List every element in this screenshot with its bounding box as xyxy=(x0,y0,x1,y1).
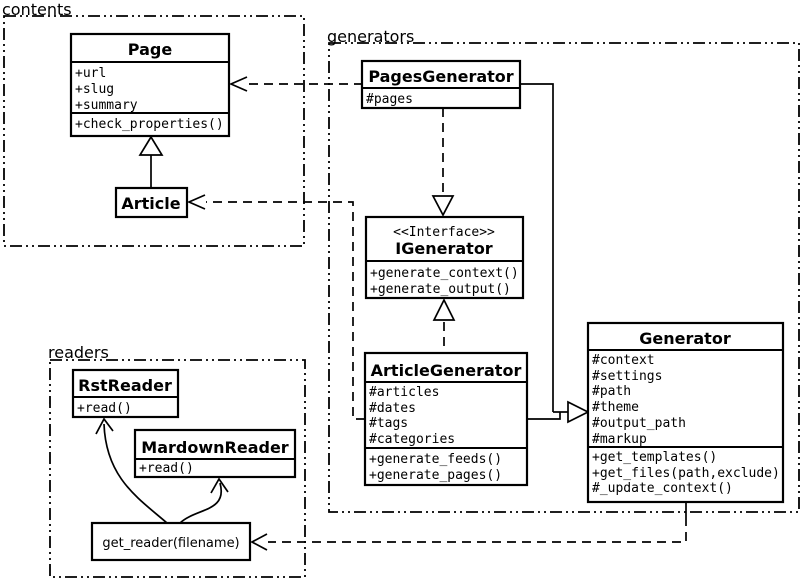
class-articlegenerator-box xyxy=(363,351,529,487)
method: +get_templates() xyxy=(592,450,717,465)
method: +generate_output() xyxy=(370,282,511,297)
attribute: +url xyxy=(75,66,106,81)
class-page-box xyxy=(69,32,231,138)
call-curve xyxy=(179,482,223,524)
attribute: #tags xyxy=(369,416,408,431)
package-readers-border xyxy=(49,359,306,578)
class-mardownreader-title: MardownReader xyxy=(141,438,289,457)
package-contents: contents xyxy=(2,0,305,247)
call-getreader-to-rstreader xyxy=(95,417,168,524)
inheritance-article-to-page xyxy=(138,135,164,188)
node-getreader: get_reader(filename) xyxy=(90,521,252,562)
class-articlegenerator: ArticleGenerator #articles #dates #tags … xyxy=(363,351,529,487)
package-readers: readers xyxy=(48,343,306,578)
attribute: #settings xyxy=(592,369,662,384)
attribute: #theme xyxy=(592,400,639,415)
class-rstreader: RstReader +read() xyxy=(71,368,180,419)
class-article-title: Article xyxy=(121,194,180,213)
attribute: #categories xyxy=(369,432,455,447)
node-getreader-label: get_reader(filename) xyxy=(102,536,239,551)
class-article: Article xyxy=(114,186,189,219)
hollow-triangle-icon xyxy=(431,195,455,217)
dependency-pagesgenerator-to-page xyxy=(228,76,363,92)
class-igenerator: <<Interface>> IGenerator +generate_conte… xyxy=(364,215,525,300)
dependency-line xyxy=(206,201,365,420)
dependency-articlegenerator-to-article xyxy=(186,194,365,420)
attribute: +summary xyxy=(75,98,138,113)
realization-pagesgenerator-to-igenerator xyxy=(431,108,455,217)
open-arrowhead-icon xyxy=(228,76,248,92)
attribute: #path xyxy=(592,384,631,399)
attribute: +slug xyxy=(75,82,114,97)
call-getreader-to-mardownreader xyxy=(179,477,229,524)
attribute: #pages xyxy=(366,92,413,107)
class-pagesgenerator-box xyxy=(360,59,522,110)
method: +generate_pages() xyxy=(369,468,502,483)
inheritance-line-articlegenerator xyxy=(527,412,561,420)
package-generators-label: generators xyxy=(327,27,414,46)
method: +get_files(path,exclude) xyxy=(592,466,780,481)
class-rstreader-title: RstReader xyxy=(78,376,172,395)
call-curve xyxy=(103,423,168,524)
attribute: #markup xyxy=(592,432,647,447)
method: +read() xyxy=(139,461,194,476)
class-igenerator-title: IGenerator xyxy=(395,239,493,258)
method: +generate_context() xyxy=(370,266,519,281)
class-generator: Generator #context #settings #path #them… xyxy=(586,321,785,504)
open-arrowhead-icon xyxy=(95,417,114,435)
class-page: Page +url +slug +summary +check_properti… xyxy=(69,32,231,138)
node-getreader-box xyxy=(90,521,252,562)
dependency-line xyxy=(268,517,687,543)
attribute: #output_path xyxy=(592,416,686,431)
class-page-title: Page xyxy=(128,40,173,59)
hollow-triangle-icon xyxy=(567,400,590,424)
attribute: #articles xyxy=(369,385,439,400)
package-contents-border xyxy=(3,15,305,247)
inheritance-generators-to-generator xyxy=(520,83,590,424)
class-pagesgenerator-title: PagesGenerator xyxy=(368,67,513,86)
class-article-box xyxy=(114,186,189,219)
package-generators-border xyxy=(328,42,800,513)
package-readers-label: readers xyxy=(48,343,109,362)
open-arrowhead-icon xyxy=(250,533,268,551)
class-pagesgenerator: PagesGenerator #pages xyxy=(360,59,522,110)
hollow-triangle-icon xyxy=(138,135,164,156)
class-articlegenerator-title: ArticleGenerator xyxy=(371,361,522,380)
open-arrowhead-icon xyxy=(210,477,229,494)
method: +generate_feeds() xyxy=(369,452,502,467)
class-mardownreader-box xyxy=(133,428,297,479)
method: #_update_context() xyxy=(592,481,733,496)
dependency-generator-to-getreader xyxy=(250,502,687,551)
class-igenerator-stereotype: <<Interface>> xyxy=(393,225,495,240)
method: +check_properties() xyxy=(75,117,224,132)
hollow-triangle-icon xyxy=(432,298,456,321)
class-generator-title: Generator xyxy=(639,329,731,348)
realization-articlegenerator-to-igenerator xyxy=(432,298,456,352)
class-generator-box xyxy=(586,321,785,504)
inheritance-line-pagesgenerator xyxy=(520,83,554,412)
package-generators: generators xyxy=(327,27,800,513)
package-contents-label: contents xyxy=(2,0,72,19)
class-rstreader-box xyxy=(71,368,180,419)
attribute: #context xyxy=(592,353,655,368)
open-arrowhead-icon xyxy=(186,194,206,210)
class-mardownreader: MardownReader +read() xyxy=(133,428,297,479)
class-igenerator-box xyxy=(364,215,525,300)
attribute: #dates xyxy=(369,401,416,416)
method: +read() xyxy=(77,401,132,416)
